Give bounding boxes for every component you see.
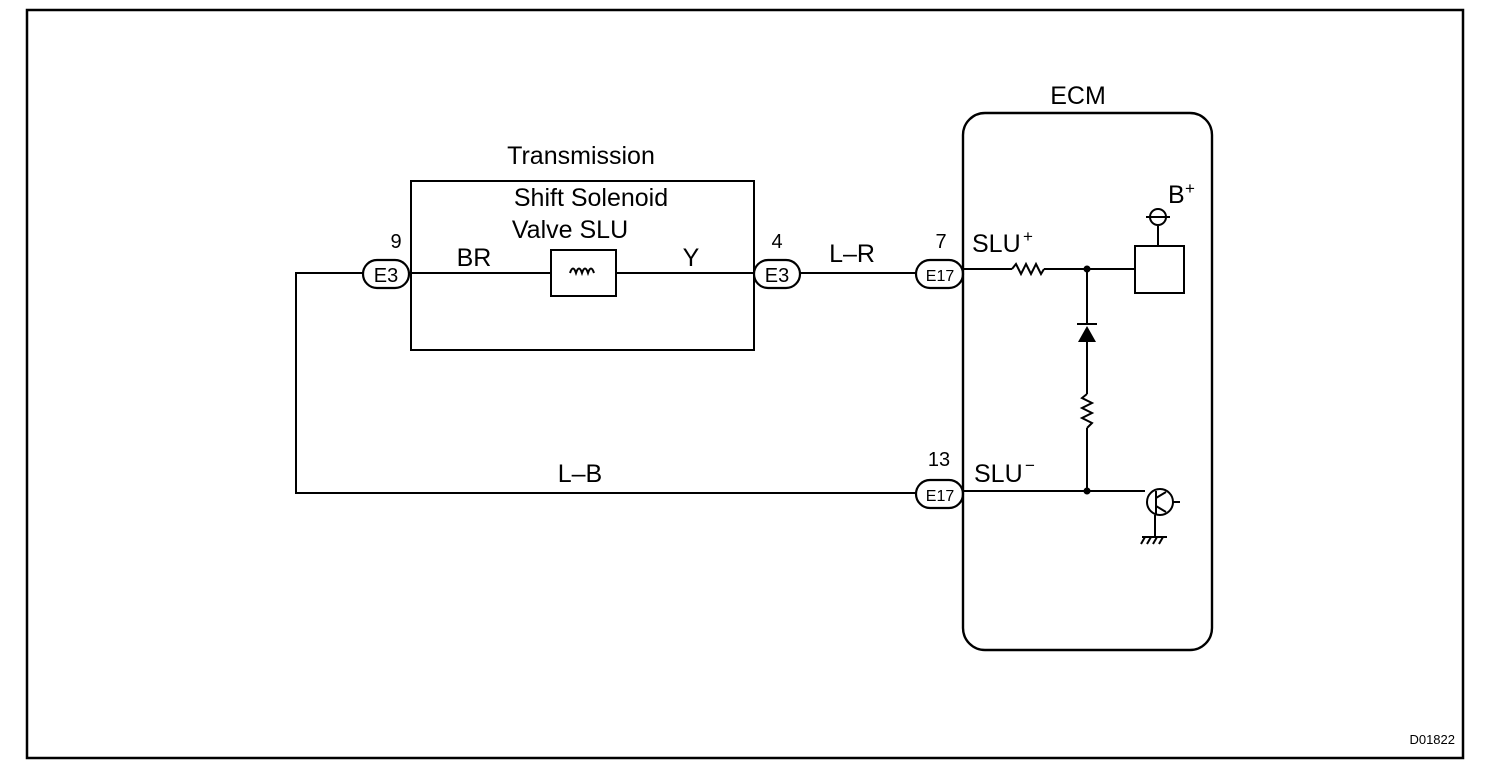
ecm-terminal-slu-plus: SLU	[972, 230, 1021, 258]
diagram-id: D01822	[1409, 732, 1455, 747]
wire-l-b	[295, 272, 916, 494]
connector-e17-pin13: E17 13	[914, 449, 965, 510]
solenoid-label-line1: Shift Solenoid	[514, 184, 668, 212]
connector-pin: 9	[390, 231, 401, 253]
diagram-frame	[25, 8, 1465, 760]
connector-e3-pin9: E3 9	[361, 231, 411, 290]
connector-pin: 4	[771, 231, 782, 253]
resistor-symbol	[1011, 261, 1045, 277]
transistor-symbol	[1146, 488, 1174, 516]
ecm-terminal-minus-sign: −	[1025, 456, 1035, 475]
supply-label: B	[1168, 181, 1185, 209]
ecm-box	[961, 111, 1214, 652]
solenoid-coil-symbol	[550, 249, 617, 297]
wire-br-label: BR	[457, 244, 492, 272]
connector-id: E17	[926, 268, 955, 285]
wire-y-label: Y	[683, 244, 700, 272]
driver-box	[1134, 245, 1185, 294]
transmission-box	[410, 180, 755, 351]
connector-pin: 7	[935, 231, 946, 253]
diode-symbol	[1078, 326, 1096, 342]
wire-l-b-label: L–B	[558, 460, 602, 488]
ecm-terminal-plus-sign: +	[1023, 227, 1033, 246]
connector-e3-pin4: E3 4	[752, 231, 802, 290]
supply-sign: +	[1185, 179, 1195, 198]
connector-id: E3	[374, 265, 398, 287]
resistor-symbol-2	[1079, 393, 1095, 429]
connector-id: E17	[926, 488, 955, 505]
wire-l-r-label: L–R	[829, 240, 875, 268]
connector-id: E3	[765, 265, 789, 287]
ecm-title: ECM	[1050, 82, 1106, 110]
connector-e17-pin7: E17 7	[914, 231, 965, 290]
connector-pin: 13	[928, 449, 950, 471]
ecm-terminal-slu-minus: SLU	[974, 460, 1023, 488]
ground-icon	[1140, 536, 1167, 545]
transmission-title: Transmission	[507, 142, 655, 170]
ecm-internal-circuit	[963, 208, 1185, 545]
solenoid-label-line2: Valve SLU	[512, 216, 628, 244]
